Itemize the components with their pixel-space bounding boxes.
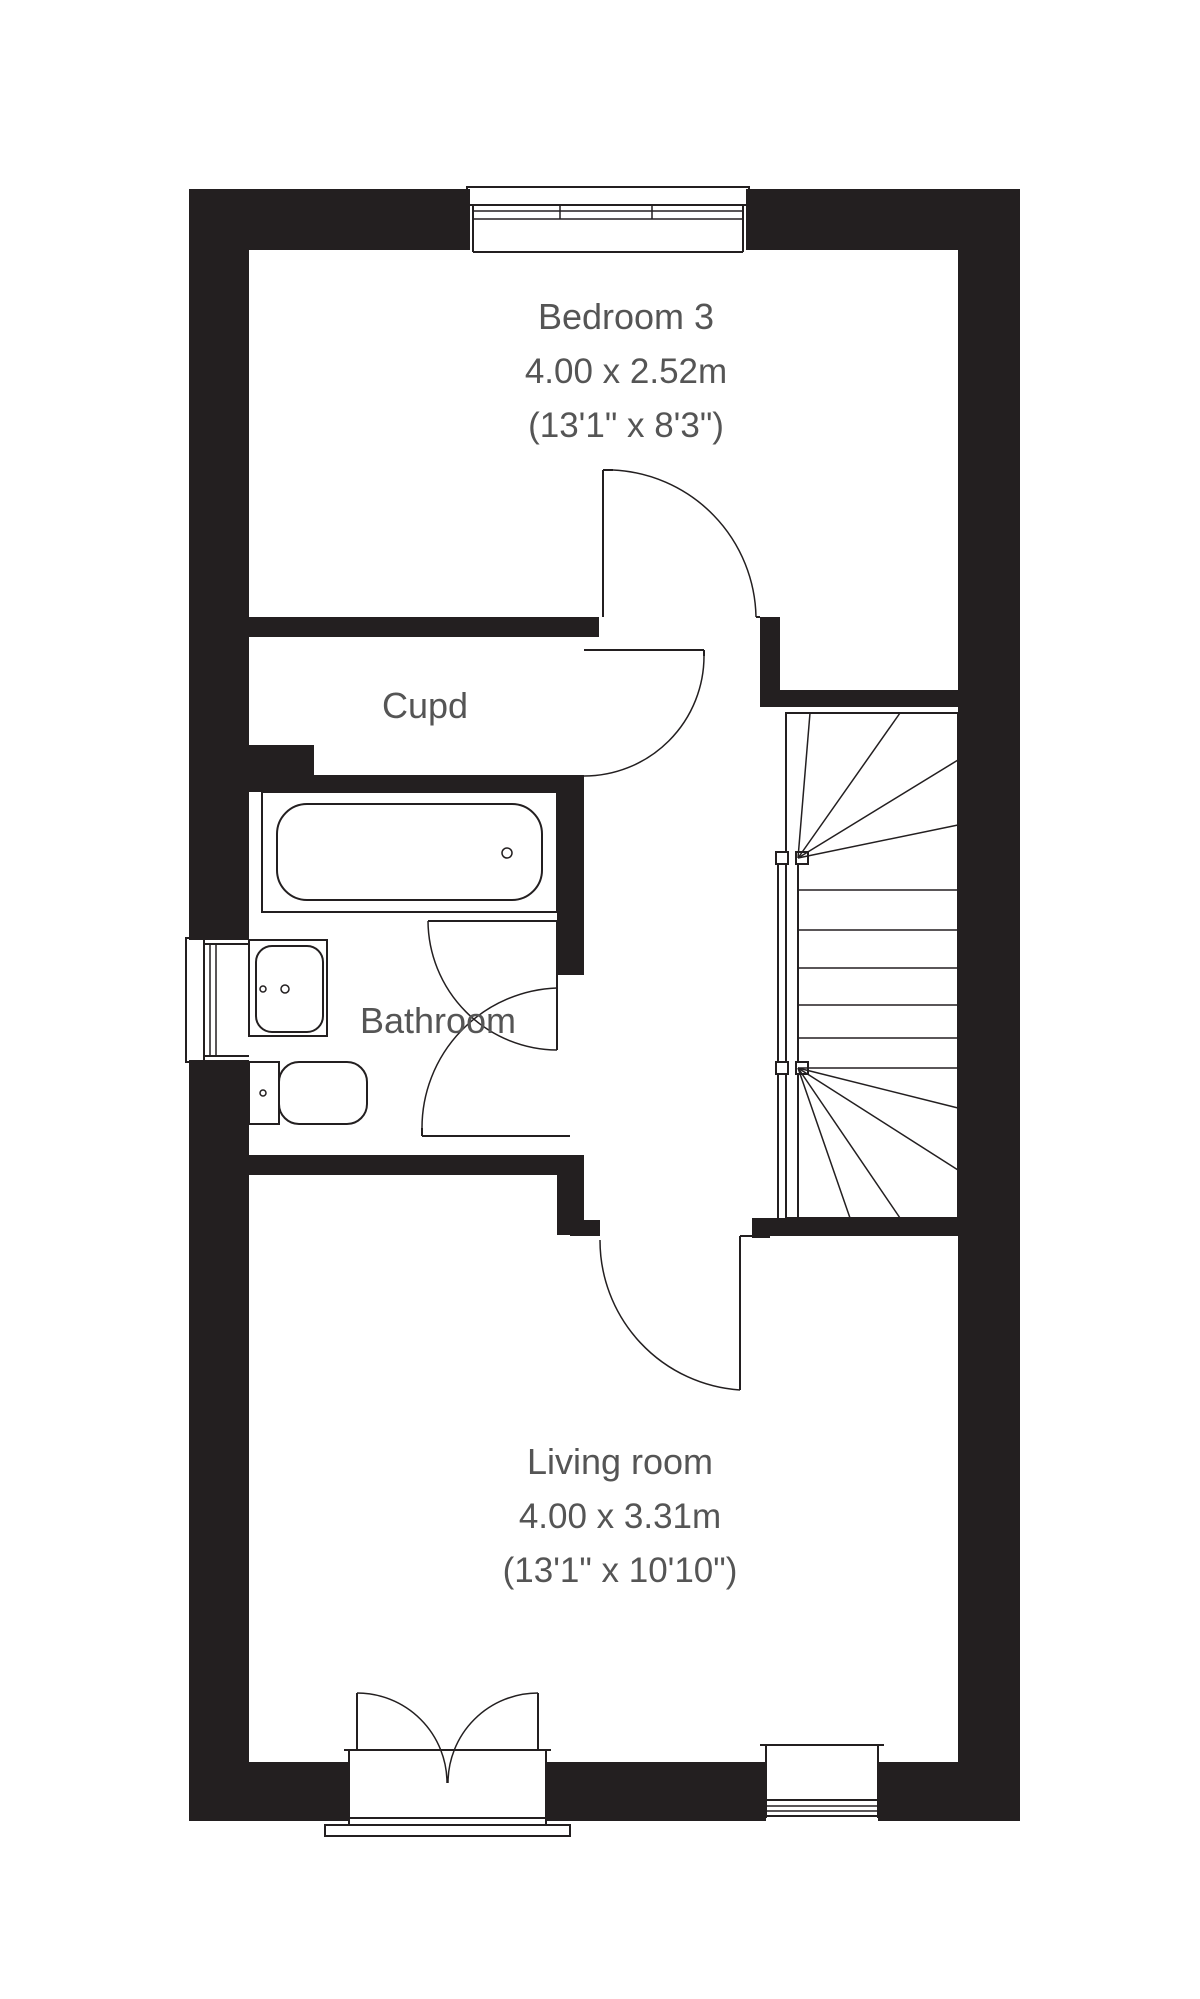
staircase	[775, 712, 959, 1219]
living-room-label: Living room 4.00 x 3.31m (13'1" x 10'10"…	[503, 1441, 738, 1590]
bathroom-fixtures	[248, 791, 558, 1125]
living-room-dimensions-imperial: (13'1" x 10'10")	[503, 1551, 738, 1590]
bedroom-3-dimensions-metric: 4.00 x 2.52m	[525, 352, 727, 391]
cupd-label: Cupd	[382, 685, 468, 726]
living-room-dimensions-metric: 4.00 x 3.31m	[519, 1497, 721, 1536]
interior-walls	[249, 617, 958, 1238]
bedroom-3-name: Bedroom 3	[538, 296, 714, 337]
bedroom-3-dimensions-imperial: (13'1" x 8'3")	[528, 406, 724, 445]
doors	[421, 469, 760, 1391]
windows	[185, 186, 884, 1821]
bedroom-3-label: Bedroom 3 4.00 x 2.52m (13'1" x 8'3")	[525, 296, 727, 445]
french-doors	[324, 1692, 571, 1837]
bathroom-label: Bathroom	[360, 1000, 516, 1041]
living-room-name: Living room	[527, 1441, 713, 1482]
